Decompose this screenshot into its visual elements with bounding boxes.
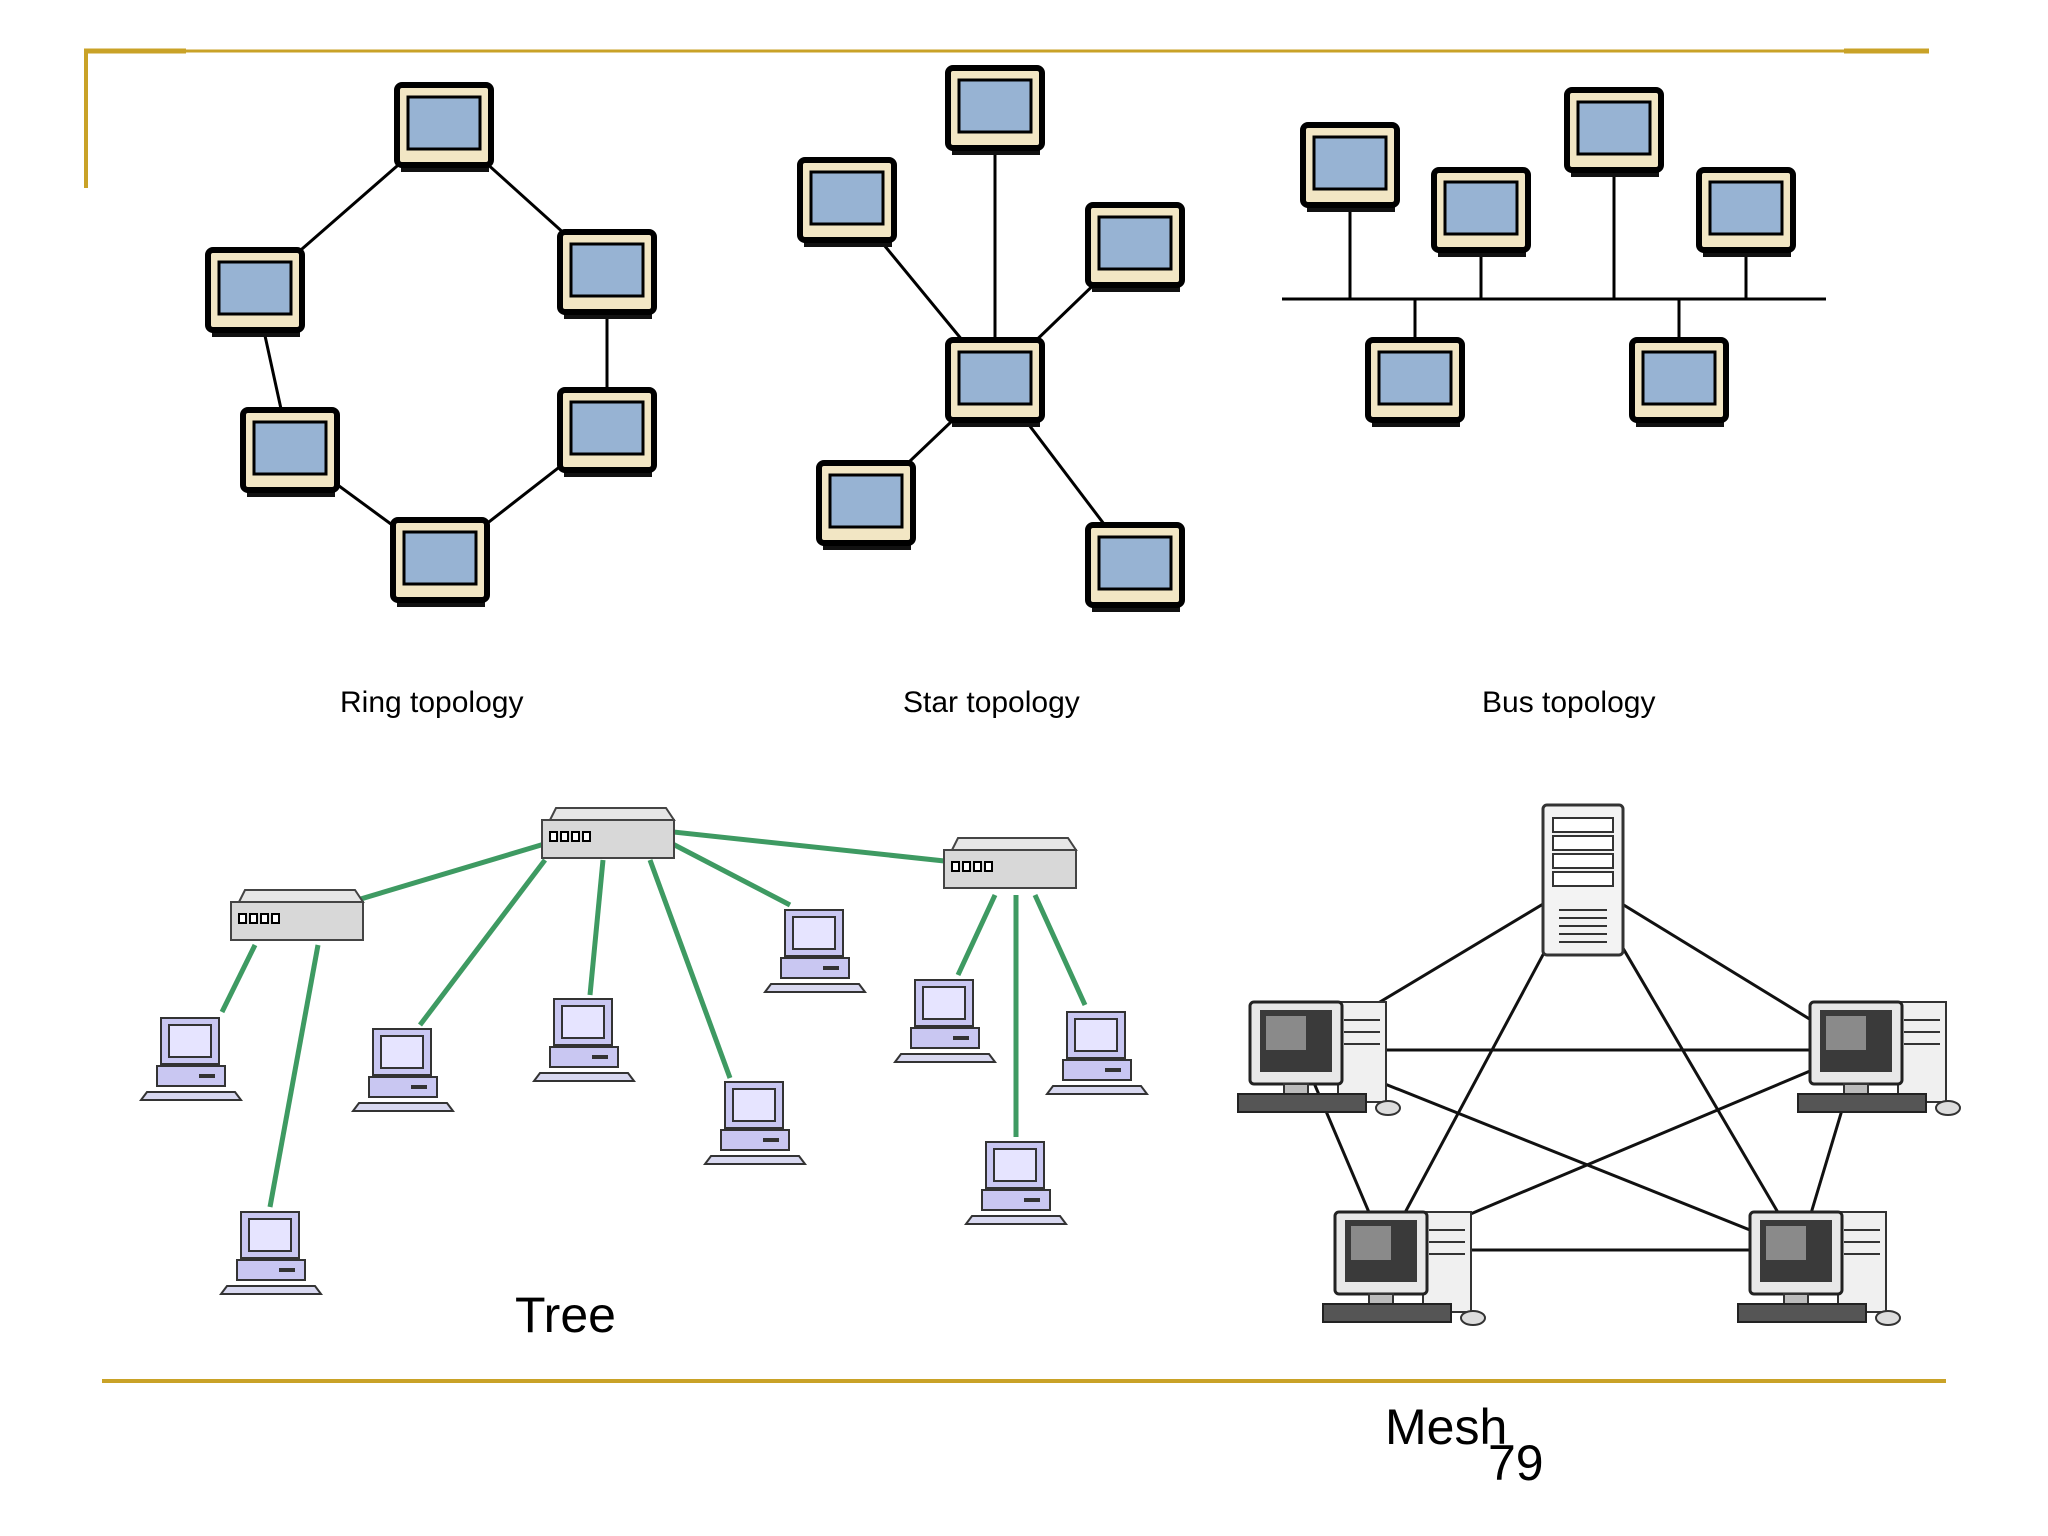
ring-node-monitor-icon [560,390,654,477]
ring-node-monitor-icon [208,250,302,337]
bus-node-monitor-icon [1368,340,1462,427]
tree-computer-icon [894,979,996,1063]
tree-topology-diagram [140,807,1148,1295]
ring-topology-label: Ring topology [340,686,524,719]
star-topology-diagram [800,68,1182,612]
ring-node-monitor-icon [397,85,491,172]
mesh-workstation-icon [1736,1210,1902,1327]
bus-node-monitor-icon [1303,125,1397,212]
star-hub-monitor-icon [948,340,1042,427]
slide-frame [84,48,1946,1383]
mesh-topology-diagram [1236,803,1962,1327]
star-node-monitor-icon [1088,205,1182,292]
tree-computer-icon [352,1028,454,1112]
bus-topology-diagram [1282,90,1826,427]
star-node-monitor-icon [1088,525,1182,612]
bus-topology-label: Bus topology [1482,686,1656,719]
mesh-topology-label: Mesh [1385,1399,1508,1455]
tree-computer-icon [764,909,866,993]
star-node-monitor-icon [819,463,913,550]
mesh-workstation-icon [1236,1000,1402,1117]
star-node-monitor-icon [948,68,1042,155]
page-number: 79 [1488,1435,1544,1491]
star-topology-label: Star topology [903,686,1080,719]
tree-topology-label: Tree [515,1287,616,1343]
tree-computer-icon [220,1211,322,1295]
hub-icon [230,889,364,941]
tree-computer-icon [704,1081,806,1165]
bus-node-monitor-icon [1699,170,1793,257]
mesh-workstation-icon [1321,1210,1487,1327]
bus-node-monitor-icon [1632,340,1726,427]
server-tower-icon [1541,803,1625,957]
bus-node-monitor-icon [1567,90,1661,177]
ring-node-monitor-icon [560,232,654,319]
bus-node-monitor-icon [1434,170,1528,257]
tree-computer-icon [533,998,635,1082]
tree-computer-icon [965,1141,1067,1225]
tree-computer-icon [140,1017,242,1101]
ring-topology-diagram [208,85,654,607]
ring-node-monitor-icon [243,410,337,497]
hub-icon [943,837,1077,889]
hub-icon [541,807,675,859]
ring-node-monitor-icon [393,520,487,607]
star-node-monitor-icon [800,160,894,247]
tree-computer-icon [1046,1011,1148,1095]
mesh-workstation-icon [1796,1000,1962,1117]
